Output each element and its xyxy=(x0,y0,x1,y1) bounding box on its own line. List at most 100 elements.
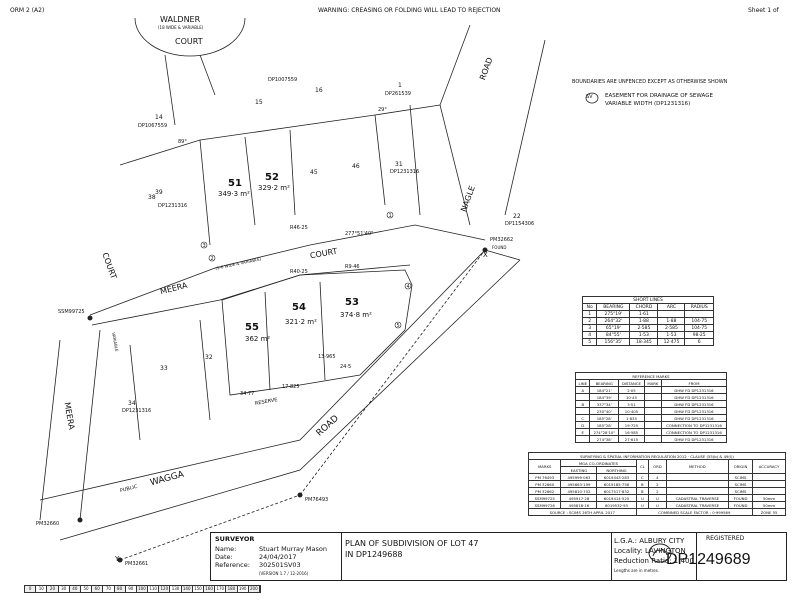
column-header: LINE xyxy=(574,379,591,387)
scale-tick: 180 xyxy=(226,586,238,592)
scale-tick: 20 xyxy=(47,586,59,592)
scale-tick: 130 xyxy=(170,586,182,592)
y-label: Y xyxy=(115,555,120,563)
title-block: SURVEYOR Name: Stuart Murray Mason Date:… xyxy=(210,532,787,581)
neighbour-lot: 15 xyxy=(255,99,263,106)
survey-date: 24/04/2017 xyxy=(259,553,297,561)
lot-52-area: 329·2 m² xyxy=(258,184,290,192)
column-header: ARC xyxy=(657,303,686,311)
lot51-west xyxy=(199,139,211,246)
lot-55-area: 362 m² xyxy=(245,335,271,343)
column-header: METHOD xyxy=(665,459,729,474)
svg-text:4: 4 xyxy=(407,284,410,290)
nagle-edge xyxy=(439,104,471,226)
reference-marks-table: REFERENCE MARKS LINE BEARING DISTANCE MA… xyxy=(574,372,727,443)
column-header: No xyxy=(581,303,598,311)
traverse-line-south xyxy=(119,494,301,561)
folding-warning: WARNING: CREASING OR FOLDING WILL LEAD T… xyxy=(318,7,501,14)
neighbour-lot: 46 xyxy=(352,163,360,170)
waldner-road-edge-left xyxy=(164,54,176,126)
lot52-east xyxy=(289,129,296,216)
coord-header: MGA CO-ORDINATES xyxy=(560,459,637,467)
column-header: MARK xyxy=(643,379,663,387)
lots-53-55-block xyxy=(221,269,413,396)
name-label: Name: xyxy=(215,545,237,553)
neighbour-lot: 16 xyxy=(315,87,323,94)
scale-bar: 0 10 20 30 40 50 60 70 80 90 100 110 120… xyxy=(24,585,261,593)
bearing-label: R9·46 xyxy=(345,264,360,270)
neighbour-lot: 22 xyxy=(513,213,521,220)
column-header: ORD xyxy=(648,459,667,474)
source-note: SOURCE : SCIMS 26TH APRIL 2017 xyxy=(528,508,637,516)
scale-tick: 170 xyxy=(215,586,227,592)
pm32660-marker xyxy=(77,517,83,523)
pm76493-marker xyxy=(297,492,303,498)
column-header: CHORD xyxy=(629,303,659,311)
wagga-road-north xyxy=(39,249,486,501)
scale-tick: 40 xyxy=(69,586,81,592)
lengths-note: Lengths are in metres. xyxy=(614,568,660,573)
neighbour-dp: DP1067559 xyxy=(138,123,168,129)
survey-info-table: SURVEYING & SPATIAL INFORMATION REGULATI… xyxy=(527,452,786,516)
svg-text:1: 1 xyxy=(389,213,392,219)
pm32661-marker xyxy=(117,557,123,563)
found-label: FOUND xyxy=(492,245,507,250)
ssm99725-marker xyxy=(87,315,93,321)
registration-cell: REGISTERED DP1249689 xyxy=(666,533,786,580)
sheet-number: Sheet 1 of xyxy=(748,7,779,14)
svg-text:2: 2 xyxy=(211,256,214,262)
neighbour-dp: DP1231316 xyxy=(122,408,152,414)
surveyor-name: Stuart Murray Mason xyxy=(259,545,327,553)
easement-note-2: VARIABLE WIDTH (DP1231316) xyxy=(605,101,691,107)
zone-note: ZONE 55 xyxy=(752,508,786,516)
dp-number: DP1249689 xyxy=(666,551,751,568)
waldner-label: WALDNER xyxy=(160,15,201,24)
svg-text:5: 5 xyxy=(397,323,400,329)
lot-51-number: 51 xyxy=(228,178,242,189)
meera-road-east xyxy=(79,329,101,521)
bearing-label: 17·825 xyxy=(282,384,300,390)
bearing-label: 89° xyxy=(178,139,187,145)
surveyor-cell: SURVEYOR Name: Stuart Murray Mason Date:… xyxy=(211,533,342,580)
survey-info-title: SURVEYING & SPATIAL INFORMATION REGULATI… xyxy=(528,452,786,460)
bearing-label: R46·25 xyxy=(290,225,308,231)
meera-road-west xyxy=(39,339,61,521)
lot32-line xyxy=(199,319,211,421)
wagga-road-south xyxy=(59,259,521,541)
easement-symbol-outline xyxy=(585,92,599,104)
neighbour-lot: 34 xyxy=(128,400,136,407)
neighbour-lot: 31 xyxy=(395,161,403,168)
bearing-label: 29° xyxy=(378,107,387,113)
lot-52-number: 52 xyxy=(265,172,279,183)
column-header: RADIUS xyxy=(684,303,714,311)
lga-value: L.G.A.: ALBURY CITY xyxy=(614,537,685,545)
neighbour-dp: DP1154306 xyxy=(505,221,535,227)
column-header: MARKS xyxy=(527,459,562,474)
x-label: X xyxy=(483,251,488,259)
neighbour-lot: 14 xyxy=(155,114,163,121)
neighbour-lot: 39 xyxy=(155,189,163,196)
scale-tick: 90 xyxy=(126,586,137,592)
column-header: BEARING xyxy=(596,303,631,311)
lot55-54-line xyxy=(264,291,271,391)
reference-value: 302501SV03 xyxy=(259,561,301,569)
neighbour-dp: DP1231316 xyxy=(158,203,188,209)
short-lines-title: SHORT LINES xyxy=(582,296,714,304)
bearing-label: R40·25 xyxy=(290,269,308,275)
lot-55-number: 55 xyxy=(245,322,259,333)
ssm-label: SSM99725 xyxy=(58,309,85,315)
lot51-52-line xyxy=(244,136,256,226)
column-header: DISTANCE xyxy=(618,379,645,387)
neighbour-lot: 32 xyxy=(205,354,213,361)
locality-value: Locality: LAVINGTON xyxy=(614,547,686,555)
